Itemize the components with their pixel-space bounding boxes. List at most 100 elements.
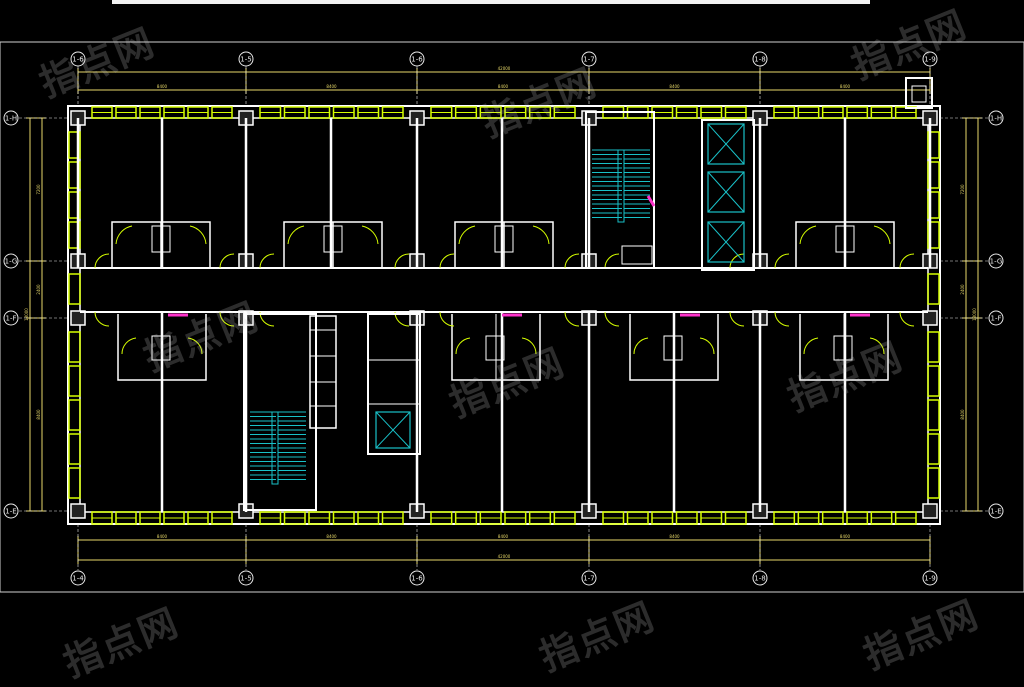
axis-bubble (922, 51, 938, 67)
stair-landing (621, 245, 653, 265)
dimension-text: 8400 (840, 84, 851, 89)
axis-bubble (752, 51, 768, 67)
shaft-inner (911, 85, 927, 103)
dimension-text: 42000 (498, 554, 511, 559)
axis-label: 1-G (5, 258, 18, 266)
window (927, 191, 940, 219)
elevator-car (707, 171, 745, 213)
elevator-core (701, 119, 755, 271)
elevator-cross (707, 221, 745, 263)
column (922, 310, 938, 326)
door-swing (774, 253, 790, 269)
door-swing (699, 337, 715, 355)
axis-label: 1-8 (754, 56, 765, 64)
door-swing (521, 337, 537, 355)
window (927, 221, 940, 249)
door-swing (729, 311, 745, 327)
axis-bubble (988, 253, 1004, 269)
axis-label: 1-G (990, 258, 1003, 266)
dimension-text: 7200 (36, 184, 41, 195)
window (927, 365, 940, 397)
column (70, 503, 86, 519)
window (68, 273, 81, 305)
window (68, 331, 81, 363)
dimension-text: 8400 (669, 534, 680, 539)
door-swing (532, 225, 550, 245)
title-strip (112, 0, 870, 4)
axis-label: 1-H (990, 115, 1002, 123)
door-swing (458, 225, 476, 245)
dimension-text: 42000 (498, 66, 511, 71)
door-swing (121, 337, 137, 355)
axis-label: 1-5 (240, 575, 251, 583)
axis-label: 1-7 (583, 575, 594, 583)
window (68, 191, 81, 219)
door-swing (439, 311, 455, 327)
window (927, 331, 940, 363)
fixture (663, 335, 683, 361)
dimension-text: 8400 (157, 534, 168, 539)
dimension-text: 18000 (24, 308, 29, 321)
axis-label: 1-6 (72, 56, 84, 64)
dimension-text: 8400 (498, 84, 509, 89)
axis-bubble (70, 51, 86, 67)
dimension-text: 8400 (840, 534, 851, 539)
door-swing (729, 253, 745, 269)
elevator-cross (707, 171, 745, 213)
column (70, 310, 86, 326)
stair-well (617, 149, 625, 223)
elevator-cross (375, 411, 411, 449)
window (68, 399, 81, 431)
elevator-core (367, 313, 421, 455)
window (68, 467, 81, 499)
door-swing (899, 311, 915, 327)
dimension-text: 8400 (669, 84, 680, 89)
door-swing (259, 253, 275, 269)
dimension-text: 2400 (960, 284, 965, 295)
door-swing (564, 253, 580, 269)
axis-bubble (988, 110, 1004, 126)
axis-label: 1-F (5, 315, 16, 323)
stair-core (585, 111, 655, 269)
fixture (835, 225, 855, 253)
dimension-text: 8400 (36, 409, 41, 420)
axis-label: 1-7 (583, 56, 594, 64)
window (927, 433, 940, 465)
magenta-mark (646, 195, 656, 207)
door-swing (455, 337, 471, 355)
door-swing (219, 311, 235, 327)
shaft (309, 315, 337, 429)
window (927, 399, 940, 431)
fixture (494, 225, 514, 253)
window (68, 131, 81, 159)
elevator-cross (707, 123, 745, 165)
elevator-car (707, 221, 745, 263)
door-swing (774, 311, 790, 327)
outer-wall (67, 105, 941, 525)
stair-core (243, 313, 317, 511)
axis-label: 1-H (5, 115, 17, 123)
axis-bubble (3, 253, 19, 269)
window (927, 131, 940, 159)
dimension-text: 8400 (157, 84, 168, 89)
axis-label: 1-4 (72, 575, 84, 583)
door-swing (873, 225, 891, 245)
door-swing (94, 311, 110, 327)
door-swing (803, 337, 819, 355)
axis-bubble (581, 570, 597, 586)
axis-label: 1-9 (924, 575, 935, 583)
door-swing (287, 225, 305, 245)
door-swing (439, 253, 455, 269)
axis-bubble (3, 310, 19, 326)
axis-bubble (988, 310, 1004, 326)
window (68, 433, 81, 465)
door-swing (219, 253, 235, 269)
elevator-car (707, 123, 745, 165)
window (927, 467, 940, 499)
door-swing (564, 311, 580, 327)
axis-bubble (752, 570, 768, 586)
axis-label: 1-E (990, 508, 1001, 516)
axis-label: 1-6 (411, 575, 423, 583)
axis-label: 1-F (990, 315, 1001, 323)
